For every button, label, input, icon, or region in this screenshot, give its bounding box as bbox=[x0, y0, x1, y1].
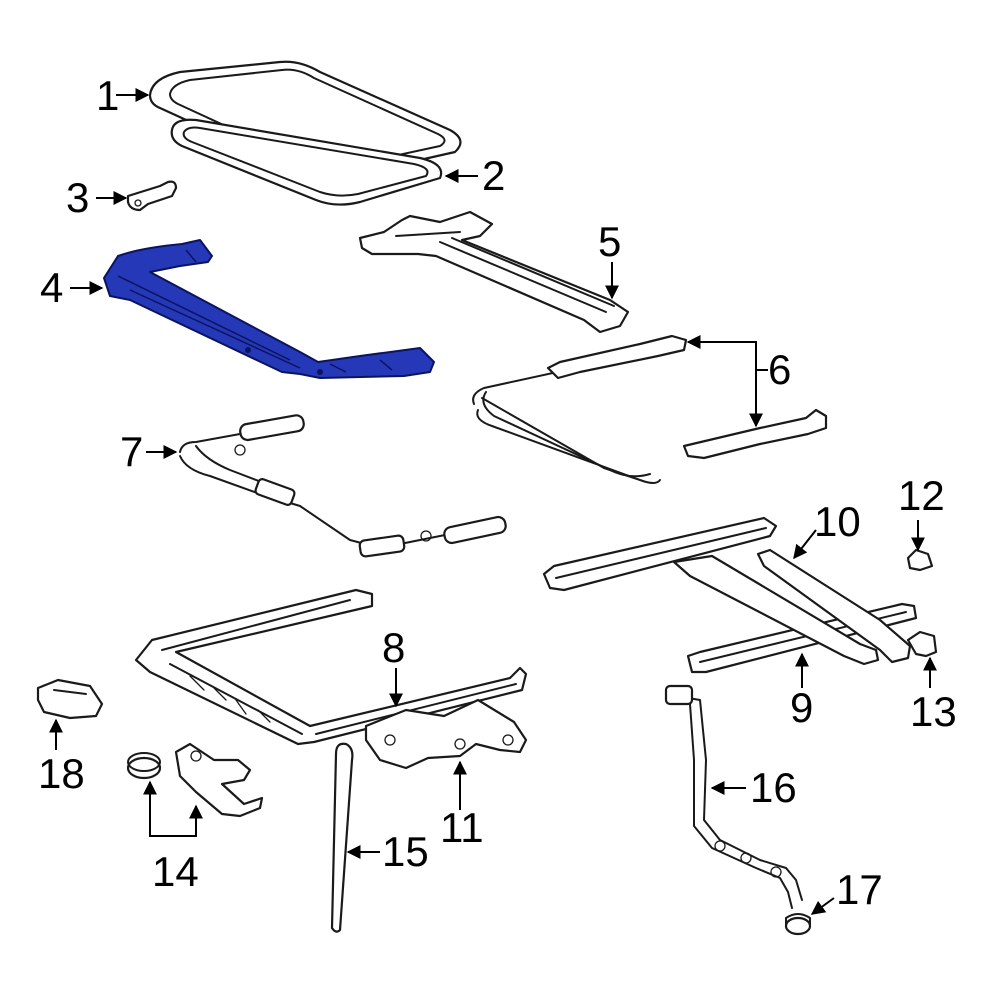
part-4-frame-highlighted[interactable] bbox=[103, 239, 435, 379]
part-6-drain-channel[interactable] bbox=[472, 334, 828, 484]
callout-16[interactable]: 16 bbox=[750, 764, 797, 811]
part-12-clip[interactable] bbox=[906, 548, 934, 572]
callout-6[interactable]: 6 bbox=[768, 346, 791, 393]
part-1-glass-panel[interactable] bbox=[148, 60, 462, 181]
part-14-motor-assembly[interactable] bbox=[126, 742, 264, 818]
callout-11[interactable]: 11 bbox=[440, 804, 484, 851]
callout-13[interactable]: 13 bbox=[910, 688, 957, 735]
callout-17[interactable]: 17 bbox=[836, 866, 883, 913]
part-17-grommet[interactable] bbox=[784, 913, 812, 936]
part-15-drain-rod[interactable] bbox=[330, 742, 354, 933]
part-5-guide-rail[interactable] bbox=[358, 210, 630, 334]
callout-1[interactable]: 1 bbox=[96, 72, 119, 119]
callout-18[interactable]: 18 bbox=[38, 750, 85, 797]
part-8-frame[interactable] bbox=[134, 588, 528, 746]
part-4-body bbox=[103, 239, 435, 379]
callout-8[interactable]: 8 bbox=[382, 624, 405, 671]
part-16-drain-hose[interactable] bbox=[664, 684, 803, 909]
callout-15[interactable]: 15 bbox=[382, 828, 429, 875]
part-7-cable-assembly[interactable] bbox=[179, 414, 507, 558]
callout-12[interactable]: 12 bbox=[898, 472, 945, 519]
part-18-switch[interactable] bbox=[36, 678, 104, 720]
callout-5[interactable]: 5 bbox=[598, 218, 621, 265]
callout-10[interactable]: 10 bbox=[814, 498, 861, 545]
callout-7[interactable]: 7 bbox=[120, 428, 143, 475]
part-10-side-rails[interactable] bbox=[542, 516, 912, 666]
part-3-bracket[interactable] bbox=[126, 180, 178, 212]
part-11-bracket[interactable] bbox=[364, 698, 528, 770]
callout-14[interactable]: 14 bbox=[152, 848, 199, 895]
callout-9[interactable]: 9 bbox=[790, 684, 813, 731]
part-2-seal[interactable] bbox=[170, 118, 443, 206]
part-13-cap[interactable] bbox=[906, 630, 938, 658]
callout-4[interactable]: 4 bbox=[40, 264, 63, 311]
callout-labels: 1 2 3 4 5 6 7 8 9 10 12 13 14 15 11 16 1… bbox=[38, 72, 957, 913]
callout-3[interactable]: 3 bbox=[66, 174, 89, 221]
callout-2[interactable]: 2 bbox=[482, 152, 505, 199]
callout-leaders bbox=[49, 88, 937, 915]
